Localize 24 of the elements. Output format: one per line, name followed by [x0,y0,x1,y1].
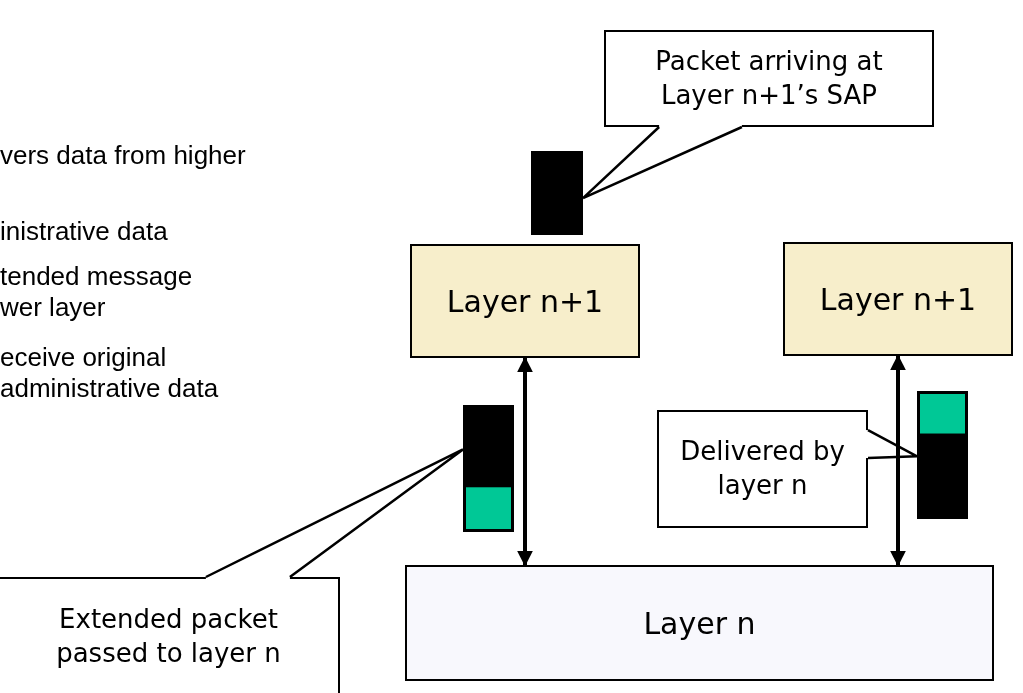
bullet-text: eceive original administrative data [0,342,220,404]
box-label: Layer n+1 [445,282,605,321]
double-arrow [517,356,533,567]
callout-box [657,410,868,528]
callout-box [604,30,934,127]
double-arrow [890,354,906,567]
box-label: Layer n+1 [818,280,978,319]
callout-box [0,577,340,693]
bullet-text: inistrative data [0,216,169,247]
packet-block [917,391,968,519]
callout-pointer [204,448,465,579]
bullet-text: tended message wer layer [0,261,194,323]
box-label: Delivered by layer n [679,435,846,502]
callout-pointer [866,428,919,460]
box-label: Extended packet passed to layer n [55,603,282,670]
packet-block [531,151,583,235]
box-label: Packet arriving at Layer n+1’s SAP [654,44,884,112]
layer-box [405,565,994,681]
packet-block [463,405,514,532]
callout-pointer [581,125,744,200]
box-label: Layer n [642,604,757,643]
layer-box [410,244,640,358]
layer-box [783,242,1013,356]
bullet-text: vers data from higher [0,140,247,171]
